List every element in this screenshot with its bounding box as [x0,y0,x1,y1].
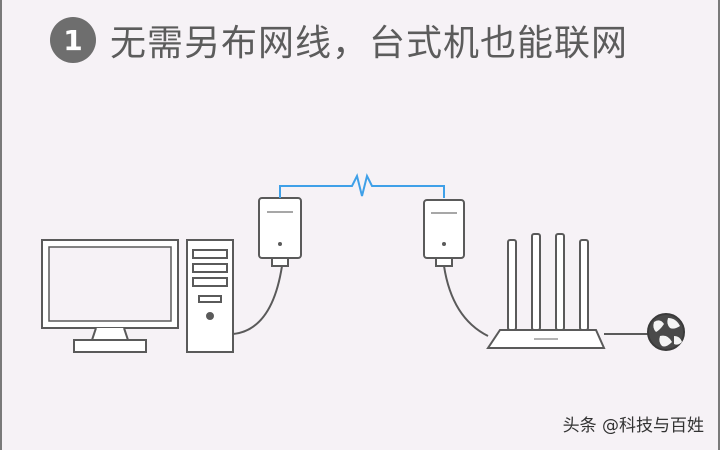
pc-tower-icon [186,239,234,353]
globe-icon [647,313,685,351]
watermark: 头条 @科技与百姓 [562,416,704,436]
ethernet-cable-right [443,265,489,337]
step-number-badge: 1 [50,17,96,63]
page-title: 无需另布网线，台式机也能联网 [110,23,629,64]
ethernet-cable-left [232,265,283,335]
desktop-monitor-icon [41,239,179,353]
powerline-signal-link [279,173,445,198]
powerline-adapter-icon [258,197,302,267]
step-header: 1 无需另布网线，台式机也能联网 [50,14,628,66]
powerline-adapter-icon [423,199,465,267]
wireless-router-icon [486,233,606,349]
